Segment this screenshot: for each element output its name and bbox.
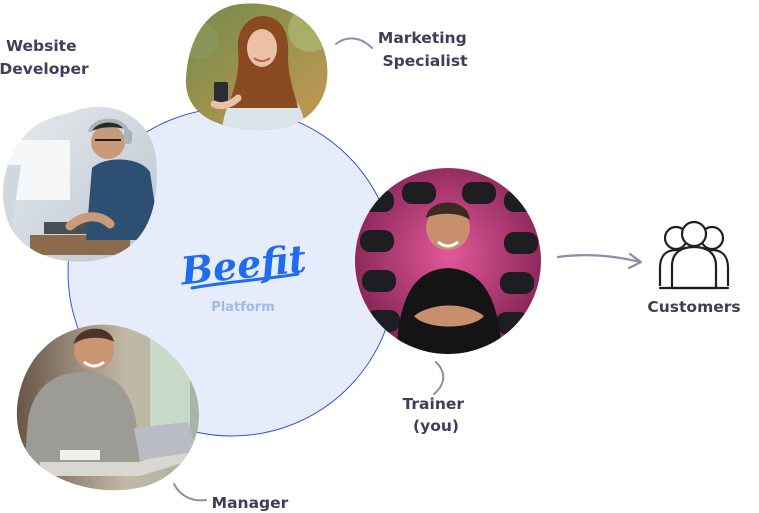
label-marketing-specialist-line1: Marketing: [378, 29, 467, 47]
label-marketing-specialist-line2: Specialist: [383, 52, 469, 70]
label-trainer-line2: (you): [413, 417, 459, 435]
developer-photo: [3, 106, 157, 262]
users-group-icon: [658, 220, 730, 290]
platform-subtitle: Platform: [211, 300, 275, 315]
connector-manager: [173, 483, 207, 502]
manager-photo: [16, 324, 200, 491]
connector-trainer: [433, 361, 445, 395]
label-marketing-specialist: Marketing Specialist: [378, 29, 472, 70]
label-manager: Manager: [212, 494, 289, 512]
label-website-developer-line2: Developer: [0, 60, 89, 78]
label-customers: Customers: [647, 298, 740, 316]
marketing-photo: [185, 3, 328, 131]
label-website-developer: Website Developer: [0, 37, 89, 78]
trainer-photo: [355, 168, 541, 354]
label-trainer-line1: Trainer: [403, 395, 465, 413]
connector-marketing: [335, 37, 373, 49]
customers-arrow: [556, 252, 643, 270]
brand-underline: [190, 272, 300, 290]
label-website-developer-line1: Website: [6, 37, 77, 55]
label-trainer: Trainer (you): [403, 395, 470, 435]
